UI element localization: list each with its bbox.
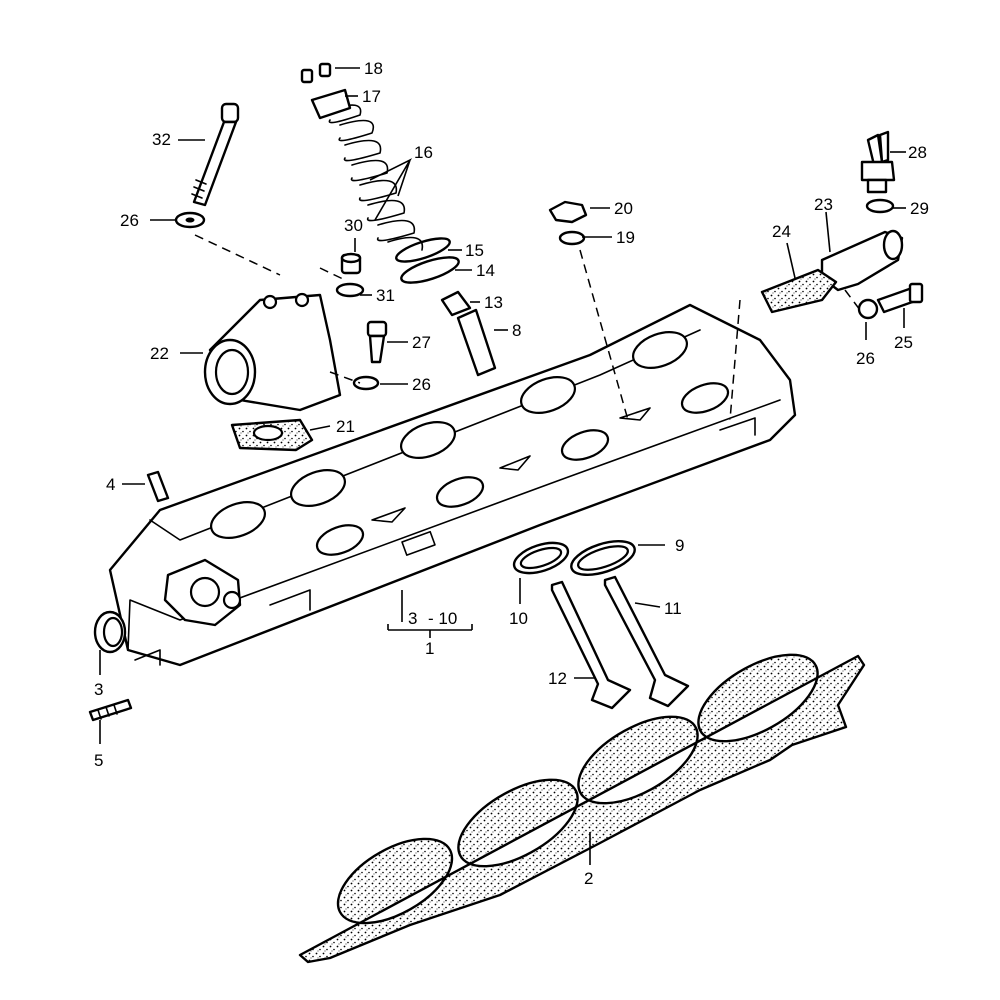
- callout-31: 31: [376, 286, 395, 305]
- callout-29: 29: [910, 199, 929, 218]
- callout-30: 30: [344, 216, 363, 235]
- valve-seat-ring-9: [570, 540, 636, 576]
- callout-3-10-start: 3: [408, 609, 417, 628]
- callout-4: 4: [106, 475, 115, 494]
- callout-18: 18: [364, 59, 383, 78]
- thermostat-housing-23: [820, 229, 904, 292]
- gasket-21: [230, 418, 314, 452]
- assembly-lines: [194, 234, 861, 421]
- valve-seat-ring-10: [512, 541, 570, 575]
- nut-20: [548, 200, 588, 224]
- callout-27: 27: [412, 333, 431, 352]
- spring-seat-15: [395, 237, 451, 263]
- callout-16: 16: [414, 143, 433, 162]
- callout-9: 9: [675, 536, 684, 555]
- callout-2: 2: [584, 869, 593, 888]
- bolt-32: [191, 102, 240, 207]
- callout-8: 8: [512, 321, 521, 340]
- seal-ring: [93, 610, 127, 654]
- temperature-sender-28: [860, 130, 896, 194]
- head-gasket: [298, 653, 866, 964]
- callout-28: 28: [908, 143, 927, 162]
- callout-17: 17: [362, 87, 381, 106]
- callout-10: 10: [509, 609, 528, 628]
- callout-21: 21: [336, 417, 355, 436]
- washer-31: [335, 282, 365, 298]
- callout-13: 13: [484, 293, 503, 312]
- valve-keepers-18: [300, 62, 332, 84]
- callout-5: 5: [94, 751, 103, 770]
- bolt-27: [366, 320, 388, 364]
- callout-3-10-end: - 10: [428, 609, 457, 628]
- valve-stem-seal-13: [440, 290, 472, 317]
- callout-22: 22: [150, 344, 169, 363]
- leader-lines: [99, 67, 906, 865]
- valve-11: [603, 575, 690, 708]
- stud: [88, 698, 133, 722]
- coolant-neck-22: [203, 292, 342, 412]
- plug-30: [340, 252, 362, 275]
- washer-29: [865, 198, 895, 214]
- callout-26-top: 26: [120, 211, 139, 230]
- callouts: 18 17 16 32 26 30 15 14 31 13 8 27 22 26…: [94, 59, 929, 888]
- valve-guide-8: [456, 308, 497, 377]
- dowel-pin: [146, 470, 170, 503]
- callout-12: 12: [548, 669, 567, 688]
- valve-springs-16: [328, 104, 424, 251]
- callout-26-right: 26: [856, 349, 875, 368]
- valve-12: [550, 580, 632, 710]
- callout-1: 1: [425, 639, 434, 658]
- bolt-25: [876, 282, 924, 314]
- callout-32: 32: [152, 130, 171, 149]
- washer-19: [558, 230, 586, 246]
- callout-20: 20: [614, 199, 633, 218]
- spring-seat-14: [400, 256, 460, 284]
- washer-26-mid: [352, 375, 380, 391]
- callout-11: 11: [664, 599, 682, 618]
- gasket-24: [760, 268, 838, 314]
- callout-14: 14: [476, 261, 495, 280]
- spring-retainer-17: [310, 88, 352, 120]
- callout-3: 3: [94, 680, 103, 699]
- cylinder-head: [108, 303, 797, 667]
- callout-23: 23: [814, 195, 833, 214]
- washer-26-top: [174, 211, 206, 229]
- callout-24: 24: [772, 222, 791, 241]
- callout-26-mid: 26: [412, 375, 431, 394]
- callout-15: 15: [465, 241, 484, 260]
- callout-19: 19: [616, 228, 635, 247]
- washer-26-right: [857, 298, 879, 320]
- callout-25: 25: [894, 333, 913, 352]
